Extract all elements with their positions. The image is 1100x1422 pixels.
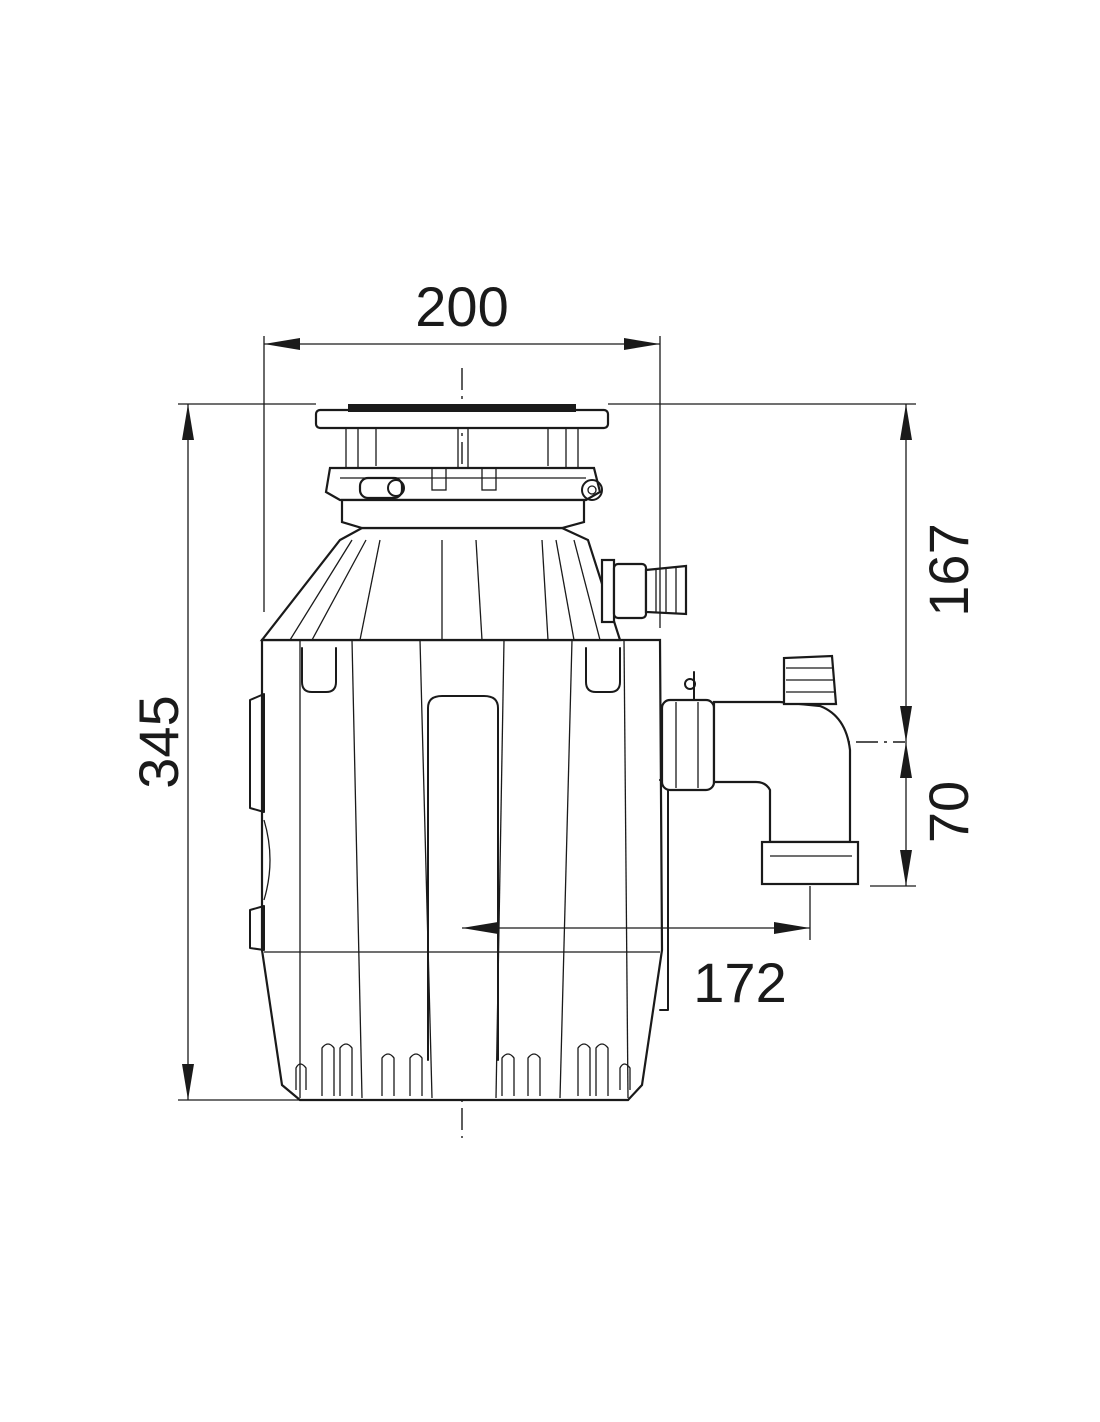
- upper-cone: [259, 526, 622, 642]
- sink-flange: [314, 408, 610, 430]
- dimension-lines: [178, 336, 916, 1101]
- inlet-nut: [612, 562, 648, 620]
- outlet-offset-dimension-label: 70: [917, 781, 980, 843]
- outlet-distance-dimension-label: 172: [693, 951, 786, 1014]
- mounting-assembly: [314, 404, 610, 530]
- elbow-flange: [660, 698, 716, 792]
- disposer-body: [249, 526, 669, 1102]
- elbow-body: [712, 700, 852, 844]
- discharge-elbow: [660, 654, 860, 886]
- elbow-outlet: [760, 840, 860, 886]
- lower-collar: [340, 498, 586, 530]
- flange-top-ring: [348, 404, 576, 412]
- inlet-height-dimension-label: 167: [917, 523, 980, 616]
- inlet-base: [600, 558, 616, 624]
- width-dimension-label: 200: [415, 275, 508, 338]
- ring-lug-left: [358, 476, 404, 500]
- main-housing: [260, 638, 664, 1102]
- total-height-dimension-label: 345: [127, 695, 190, 788]
- dishwasher-inlet: [600, 558, 688, 624]
